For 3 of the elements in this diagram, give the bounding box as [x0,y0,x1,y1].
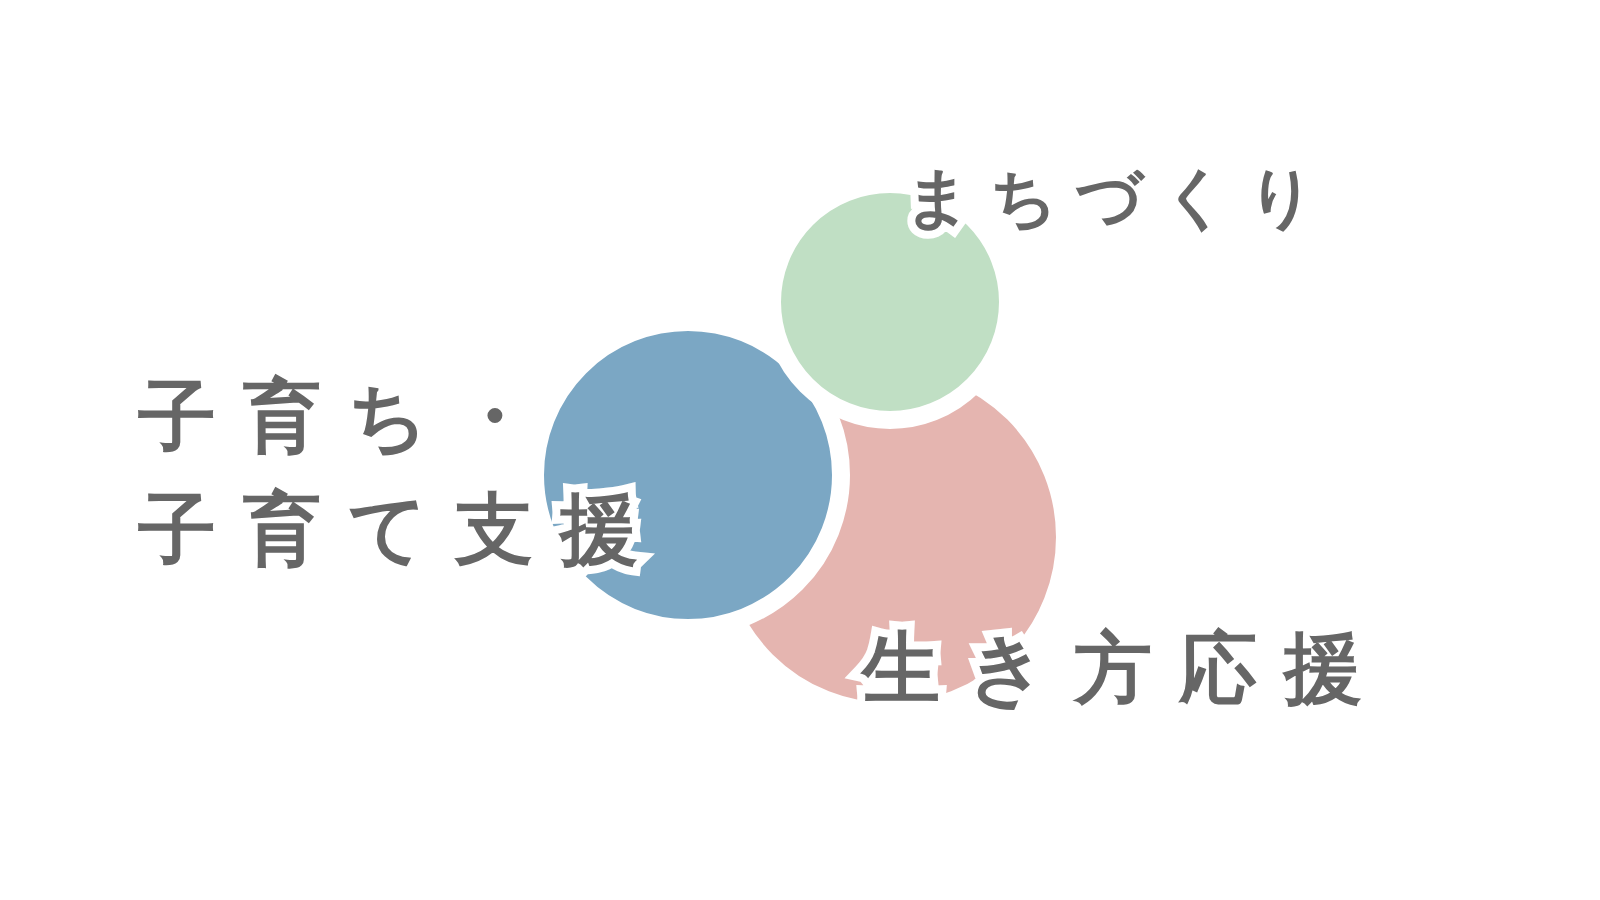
label-text: まちづくり [904,158,1334,238]
label-text: 生き方応援 [862,622,1389,715]
label-text: 子育ち・子育て支援 [138,370,665,577]
